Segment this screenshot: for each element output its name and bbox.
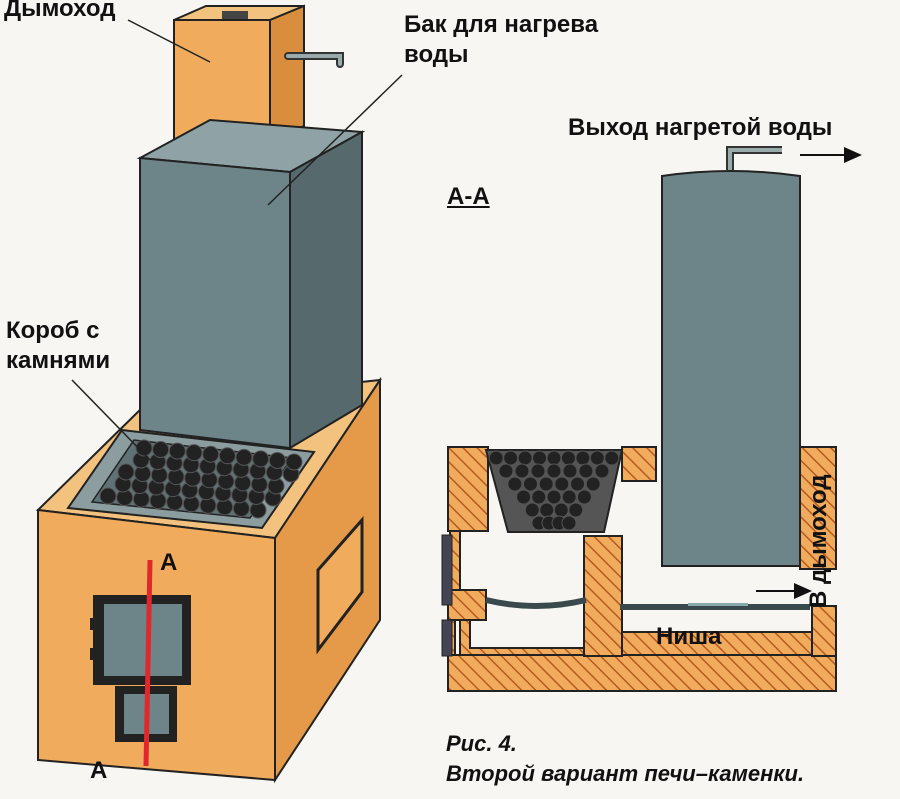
stone [268, 451, 286, 469]
section-ash-door [441, 619, 453, 657]
wall-right-lower [811, 605, 837, 657]
label-tank-line1: Бак для нагрева [404, 11, 599, 38]
stone [117, 463, 135, 481]
stone [554, 476, 570, 492]
stone [585, 476, 601, 492]
stone [523, 476, 538, 492]
stone [531, 489, 547, 505]
stone [546, 450, 562, 466]
label-to-chimney: В дымоход [805, 474, 832, 608]
stone [546, 463, 562, 479]
stone [578, 463, 594, 479]
stove-3d-view [35, 4, 403, 784]
flue-plate [620, 604, 810, 610]
stone [235, 448, 253, 466]
firebox-door [90, 595, 191, 685]
stone [202, 445, 220, 463]
label-chimney: Дымоход [4, 0, 116, 22]
stone [252, 450, 270, 468]
stone [604, 450, 620, 466]
stone [532, 450, 548, 466]
label-section-aa: А-А [447, 183, 490, 210]
stone [589, 450, 605, 466]
leader-stone-box [71, 379, 151, 461]
stone [517, 450, 533, 466]
stone [516, 489, 532, 505]
stone [561, 515, 577, 531]
stone [135, 439, 153, 457]
stone [539, 502, 555, 518]
stone [218, 447, 236, 465]
label-stone-box-line1: Короб с [6, 317, 100, 344]
stone [561, 489, 577, 505]
stone [575, 450, 591, 466]
stone [524, 502, 540, 518]
chimney [173, 4, 305, 142]
wall-left-middle [447, 589, 487, 621]
stone [185, 444, 203, 462]
stone [560, 450, 576, 466]
stone [530, 463, 546, 479]
stone [498, 463, 514, 479]
tank-section [661, 146, 801, 567]
stone [568, 502, 584, 518]
stone [152, 441, 170, 459]
inner-wall [583, 535, 623, 657]
stones [99, 439, 303, 519]
label-stone-box-line2: камнями [6, 347, 111, 374]
wall-left-upper [447, 446, 489, 532]
stone [503, 450, 519, 466]
leader-tank [267, 74, 403, 206]
stone [553, 502, 569, 518]
label-tank-line2: воды [404, 41, 469, 68]
water-tank [136, 118, 366, 450]
stone [546, 489, 562, 505]
stone [514, 463, 530, 479]
stone [576, 489, 592, 505]
stone [507, 476, 523, 492]
stone [99, 487, 117, 505]
label-niche: Ниша [656, 623, 722, 650]
label-hot-water-out: Выход нагретой воды [568, 114, 833, 141]
grate [485, 597, 587, 609]
stone [538, 476, 554, 492]
stone [562, 463, 578, 479]
stone-box [66, 428, 316, 530]
wall-right-upper [799, 446, 837, 570]
section-firebox-door [441, 534, 453, 606]
label-cut-marker-bottom: А [90, 757, 108, 784]
stone [594, 463, 610, 479]
base-slab [447, 654, 837, 692]
stones-section [488, 450, 620, 531]
stone [285, 453, 303, 471]
caption-title: Второй вариант печи–каменки. [446, 761, 805, 786]
stone [570, 476, 585, 492]
section-cut-line [143, 559, 153, 767]
wall-top-right-of-box [621, 446, 657, 482]
stone [168, 442, 186, 460]
label-cut-marker-top: А [160, 549, 178, 576]
stone [488, 450, 504, 466]
section-view [441, 146, 862, 692]
leader-chimney [127, 19, 211, 63]
caption-figure-number: Рис. 4. [446, 731, 517, 756]
